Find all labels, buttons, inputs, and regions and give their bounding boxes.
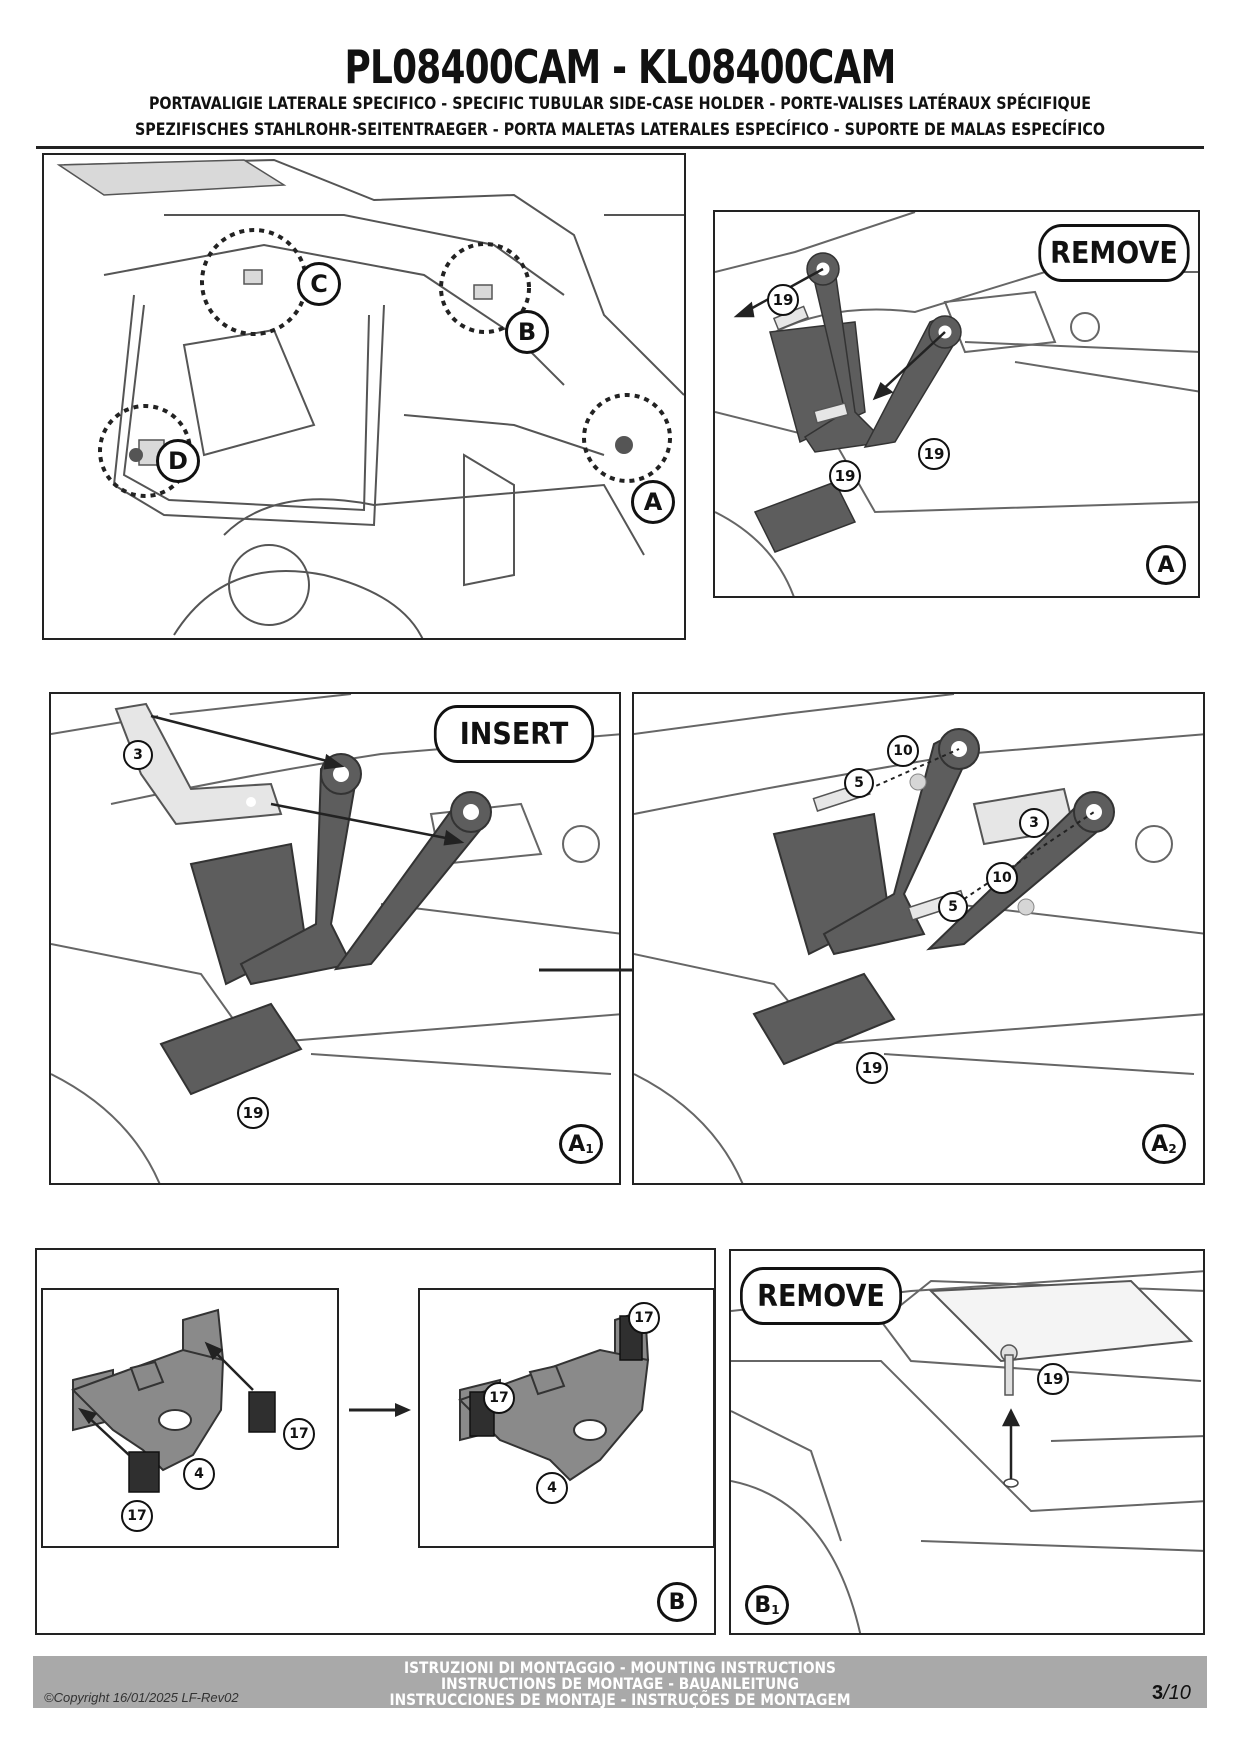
footer-line-3: INSTRUCCIONES DE MONTAJE - INSTRUÇÕES DE… <box>389 1690 851 1709</box>
panel-b: 4 17 17 17 17 4 B <box>35 1248 716 1635</box>
panel-a-remove: REMOVE 19 19 19 A <box>713 210 1200 598</box>
panel-b1-illustration <box>731 1270 1203 1633</box>
part-5-screw-top: 5 <box>844 768 874 798</box>
document-title: PL08400CAM - KL08400CAM <box>344 40 896 94</box>
marker-d: D <box>156 439 200 483</box>
panel-b-after: 17 17 4 <box>418 1288 714 1548</box>
footer-band <box>33 1656 1207 1708</box>
part-3-bracket-a2: 3 <box>1019 808 1049 838</box>
part-19-footpeg: 19 <box>829 460 861 492</box>
footer-line-1: ISTRUZIONI DI MONTAGGIO - MOUNTING INSTR… <box>404 1658 836 1677</box>
part-19-screw-b1: 19 <box>1037 1363 1069 1395</box>
remove-label-a: REMOVE <box>1038 224 1190 282</box>
subtitle-line-2: SPEZIFISCHES STAHLROHR-SEITENTRAEGER - P… <box>135 120 1105 140</box>
marker-a-detail: A <box>1146 545 1186 585</box>
part-4-bracket-after: 4 <box>536 1472 568 1504</box>
step-arrow-b <box>349 1403 411 1417</box>
header-divider <box>36 146 1204 149</box>
part-17-pad-right-before: 17 <box>283 1418 315 1450</box>
overview-illustration <box>56 158 684 638</box>
stop-bracket-after-illustration <box>458 1308 650 1482</box>
marker-b-detail: B <box>657 1582 697 1622</box>
part-3-bracket: 3 <box>123 740 153 770</box>
part-19-bolt-right: 19 <box>918 438 950 470</box>
part-4-bracket-before: 4 <box>183 1458 215 1490</box>
panel-a1-illustration <box>51 694 619 1183</box>
footer-line-2: INSTRUCTIONS DE MONTAGE - BAUANLEITUNG <box>441 1674 799 1693</box>
part-19-footpeg-a1: 19 <box>237 1097 269 1129</box>
panel-b-before: 4 17 17 <box>41 1288 339 1548</box>
marker-c: C <box>297 262 341 306</box>
subtitle-line-1: PORTAVALIGIE LATERALE SPECIFICO - SPECIF… <box>148 94 1092 114</box>
marker-a: A <box>631 480 675 524</box>
detail-circle-b <box>439 242 531 334</box>
part-17-pad-left-before: 17 <box>121 1500 153 1532</box>
part-10-washer-top: 10 <box>887 735 919 767</box>
overview-panel: C B D A <box>42 153 686 640</box>
detail-circle-a <box>582 393 672 483</box>
panel-a-illustration <box>715 212 1198 596</box>
part-17-pad-left-after: 17 <box>483 1382 515 1414</box>
part-19-bolt-top: 19 <box>767 284 799 316</box>
marker-b: B <box>505 310 549 354</box>
part-10-washer-bottom: 10 <box>986 862 1018 894</box>
stop-bracket-before-illustration <box>71 1308 276 1493</box>
part-17-pad-right-after: 17 <box>628 1302 660 1334</box>
panel-a2-illustration <box>634 694 1203 1183</box>
page-number: 3/10 <box>1152 1682 1191 1704</box>
insert-label: INSERT <box>433 705 595 763</box>
copyright: ©Copyright 16/01/2025 LF-Rev02 <box>44 1690 239 1705</box>
part-19-footpeg-a2: 19 <box>856 1052 888 1084</box>
part-5-screw-bottom: 5 <box>938 892 968 922</box>
remove-label-b1: REMOVE <box>740 1267 902 1325</box>
